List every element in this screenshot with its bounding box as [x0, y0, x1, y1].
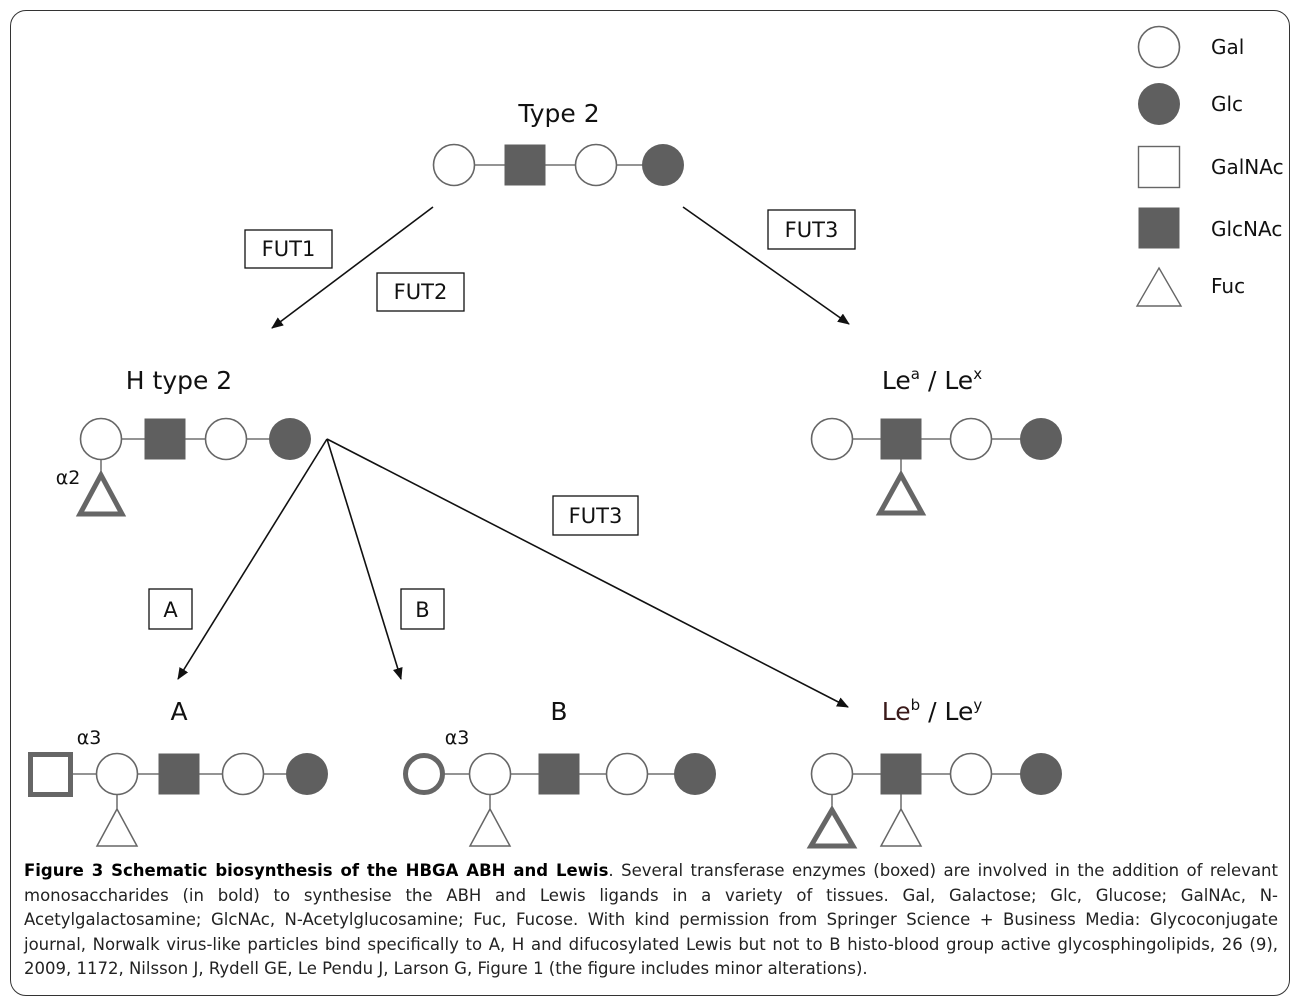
- glcnac-residue: [504, 144, 546, 186]
- enzyme-fut2-label: FUT2: [394, 280, 448, 304]
- structure-b: α3: [403, 727, 716, 847]
- label-lea-lex: Lea / Lex: [882, 365, 982, 395]
- gal-residue: [468, 752, 512, 796]
- gal-residue-new: [403, 753, 445, 795]
- gal-residue: [810, 417, 854, 461]
- galnac-residue-new: [28, 752, 73, 797]
- glc-residue: [642, 144, 684, 186]
- label-leb-ley: Leb / Ley: [882, 696, 983, 726]
- glcnac-residue: [880, 418, 922, 460]
- legend-gal-label: Gal: [1211, 35, 1244, 59]
- glc-residue: [1020, 753, 1062, 795]
- structure-type2: [432, 143, 684, 187]
- enzyme-fut1-label: FUT1: [262, 237, 316, 261]
- glcnac-residue: [158, 753, 200, 795]
- glcnac-residue: [538, 753, 580, 795]
- gal-residue: [605, 752, 649, 796]
- label-type2: Type 2: [517, 99, 599, 128]
- glc-residue: [1020, 418, 1062, 460]
- fuc-residue-new: [875, 469, 927, 516]
- enzyme-fut3-mid-label: FUT3: [569, 504, 623, 528]
- fuc-residue-new: [806, 805, 858, 849]
- biosynthesis-diagram: FUT1 FUT2 FUT3 FUT3 A B Type 2 H type 2 …: [28, 25, 1284, 849]
- figure-frame: [10, 10, 1290, 996]
- label-a: A: [170, 697, 187, 726]
- arrow-type2-to-lea-lex: [682, 206, 850, 325]
- glcnac-residue: [880, 753, 922, 795]
- linkage-alpha2: α2: [56, 467, 81, 489]
- gal-residue: [574, 143, 618, 187]
- fuc-residue: [95, 807, 139, 847]
- enzyme-b-label: B: [415, 598, 429, 622]
- legend-fuc-icon: [1135, 266, 1183, 307]
- gal-residue: [949, 417, 993, 461]
- legend-galnac-label: GalNAc: [1211, 155, 1284, 179]
- label-b: B: [550, 697, 567, 726]
- gal-residue: [432, 143, 476, 187]
- figure-caption-title: Figure 3 Schematic biosynthesis of the H…: [24, 861, 609, 880]
- label-htype2: H type 2: [126, 366, 232, 395]
- gal-residue: [79, 417, 123, 461]
- figure-caption-body: . Several transferase enzymes (boxed) ar…: [24, 861, 1278, 978]
- structure-leb-ley: [806, 752, 1062, 849]
- structure-htype2: α2: [56, 417, 311, 517]
- arrow-htype2-to-b: [326, 438, 403, 680]
- linkage-alpha3: α3: [77, 727, 102, 749]
- enzyme-a-label: A: [163, 598, 178, 622]
- gal-residue: [949, 752, 993, 796]
- legend-glcnac-icon: [1138, 207, 1180, 249]
- enzyme-fut3-top-label: FUT3: [785, 218, 839, 242]
- structure-lea-lex: [810, 417, 1062, 516]
- gal-residue: [810, 752, 854, 796]
- legend: Gal Glc GalNAc GlcNAc Fuc: [1135, 25, 1284, 307]
- legend-gal-icon: [1137, 25, 1181, 69]
- legend-glc-label: Glc: [1211, 92, 1243, 116]
- legend-glcnac-label: GlcNAc: [1211, 217, 1282, 241]
- glc-residue: [674, 753, 716, 795]
- fuc-residue: [879, 807, 923, 847]
- glc-residue: [286, 753, 328, 795]
- gal-residue: [204, 417, 248, 461]
- structure-a: α3: [28, 727, 328, 847]
- enzyme-fut3-top-box: FUT3: [767, 209, 856, 250]
- enzyme-fut3-mid-box: FUT3: [552, 495, 639, 536]
- glcnac-residue: [144, 418, 186, 460]
- linkage-alpha3: α3: [445, 727, 470, 749]
- glc-residue: [269, 418, 311, 460]
- enzyme-fut1-box: FUT1: [244, 229, 333, 269]
- enzyme-a-box: A: [148, 588, 193, 630]
- fuc-residue-new: [75, 469, 127, 517]
- enzyme-b-box: B: [400, 588, 445, 630]
- reaction-arrows: [177, 206, 850, 708]
- enzyme-fut2-box: FUT2: [376, 272, 465, 312]
- fuc-residue: [468, 807, 512, 847]
- legend-fuc-label: Fuc: [1211, 274, 1245, 298]
- legend-glc-icon: [1138, 83, 1180, 125]
- legend-galnac-icon: [1137, 145, 1181, 189]
- gal-residue: [221, 752, 265, 796]
- arrow-htype2-to-a: [177, 438, 328, 680]
- arrow-type2-to-htype2: [271, 206, 434, 329]
- arrow-htype2-to-leb-ley: [326, 438, 849, 708]
- figure-caption: Figure 3 Schematic biosynthesis of the H…: [24, 859, 1278, 982]
- gal-residue: [95, 752, 139, 796]
